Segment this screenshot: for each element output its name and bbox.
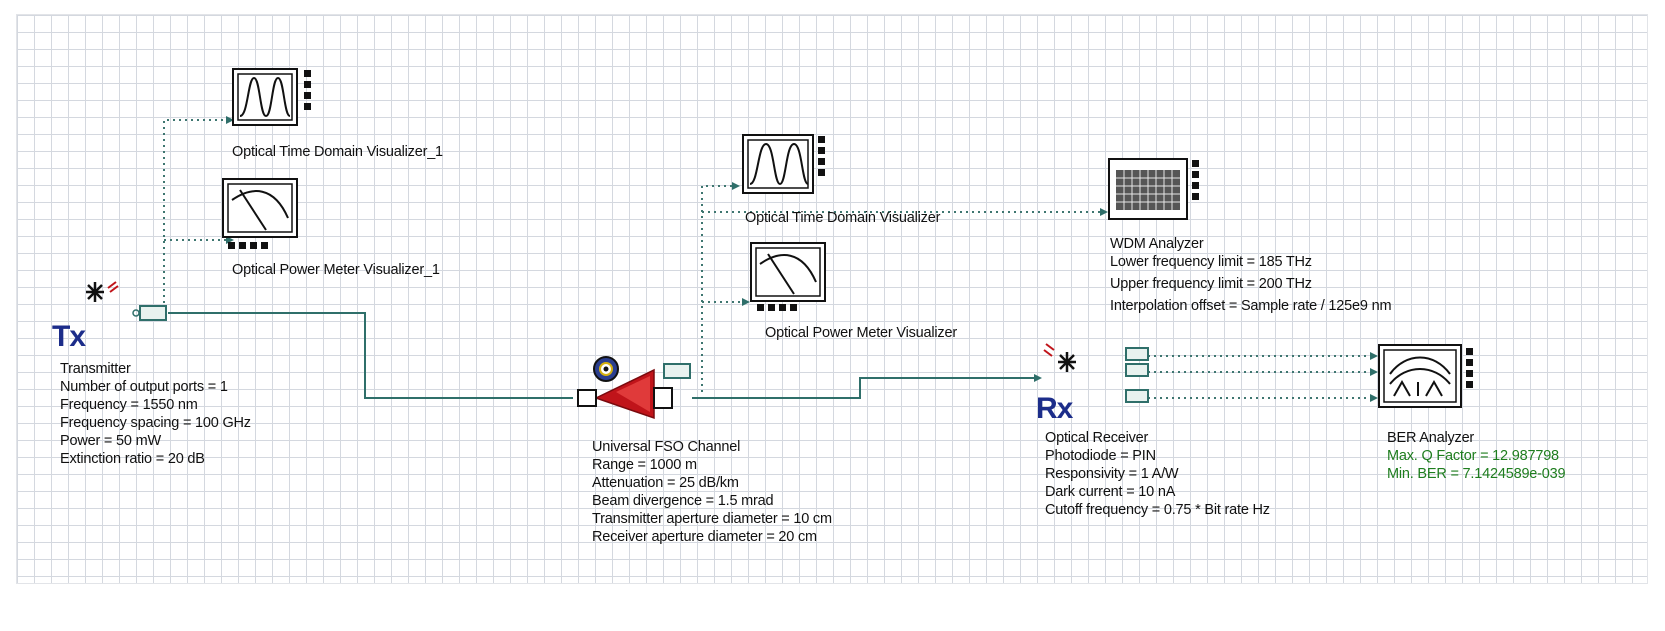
receiver-line: Responsivity = 1 A/W — [1045, 466, 1179, 482]
wdm-line: Lower frequency limit = 185 THz — [1110, 254, 1312, 270]
transmitter-line: Frequency = 1550 nm — [60, 397, 198, 413]
opmv-ports — [757, 304, 797, 311]
power-curve-icon — [231, 189, 289, 231]
ber-min-ber: Min. BER = 7.1424589e-039 — [1387, 466, 1566, 482]
fso-line: Transmitter aperture diameter = 10 cm — [592, 511, 832, 527]
waveform-icon — [749, 142, 809, 186]
otdv-ports — [818, 136, 825, 176]
fso-line: Beam divergence = 1.5 mrad — [592, 493, 774, 509]
fso-channel-block[interactable] — [572, 354, 696, 420]
fso-line: Attenuation = 25 dB/km — [592, 475, 739, 491]
ber-ports — [1466, 348, 1473, 388]
transmitter-block[interactable] — [76, 278, 172, 330]
fso-line: Range = 1000 m — [592, 457, 697, 473]
otdv1-block[interactable] — [232, 68, 298, 126]
opmv-block[interactable] — [750, 242, 826, 302]
rx-tag: Rx — [1036, 392, 1073, 425]
wdm-line: Interpolation offset = Sample rate / 125… — [1110, 298, 1392, 314]
wdm-line: Upper frequency limit = 200 THz — [1110, 276, 1312, 292]
wire-tx-to-fso — [168, 312, 573, 399]
ber-q-factor: Max. Q Factor = 12.987798 — [1387, 448, 1559, 464]
eye-diagram-icon — [1389, 356, 1451, 397]
transmitter-line: Number of output ports = 1 — [60, 379, 228, 395]
ber-analyzer-block[interactable] — [1378, 344, 1462, 408]
fso-line: Universal FSO Channel — [592, 439, 741, 455]
receiver-line: Cutoff frequency = 0.75 * Bit rate Hz — [1045, 502, 1270, 518]
wire-fso-to-rx — [692, 377, 1038, 399]
transmitter-line: Extinction ratio = 20 dB — [60, 451, 205, 467]
opmv1-block[interactable] — [222, 178, 298, 238]
receiver-line: Dark current = 10 nA — [1045, 484, 1176, 500]
otdv1-ports — [304, 70, 311, 110]
ber-title: BER Analyzer — [1387, 430, 1475, 446]
laser-star-icon — [86, 282, 104, 302]
monitor-tx-otdv1 — [163, 119, 230, 309]
fso-line: Receiver aperture diameter = 20 cm — [592, 529, 817, 545]
waveform-icon — [239, 76, 291, 118]
wdm-ports — [1192, 160, 1199, 200]
opmv1-label: Optical Power Meter Visualizer_1 — [232, 262, 440, 278]
tx-tag: Tx — [52, 320, 86, 353]
transmitter-line: Frequency spacing = 100 GHz — [60, 415, 251, 431]
receiver-line: Optical Receiver — [1045, 430, 1149, 446]
opmv1-ports — [228, 242, 268, 249]
receiver-line: Photodiode = PIN — [1045, 448, 1156, 464]
power-curve-icon — [759, 253, 817, 295]
otdv-block[interactable] — [742, 134, 814, 194]
photodiode-star-icon — [1058, 352, 1076, 372]
transmitter-line: Power = 50 mW — [60, 433, 161, 449]
opmv-label: Optical Power Meter Visualizer — [765, 325, 957, 341]
wdm-line: WDM Analyzer — [1110, 236, 1204, 252]
transmitter-line: Transmitter — [60, 361, 131, 377]
monitor-fso-otdv — [701, 185, 736, 392]
receiver-block[interactable] — [1040, 340, 1152, 410]
otdv-label: Optical Time Domain Visualizer — [745, 210, 941, 226]
wdm-analyzer-block[interactable] — [1108, 158, 1188, 220]
telescope-cone-icon — [577, 356, 673, 420]
otdv1-label: Optical Time Domain Visualizer_1 — [232, 144, 443, 160]
